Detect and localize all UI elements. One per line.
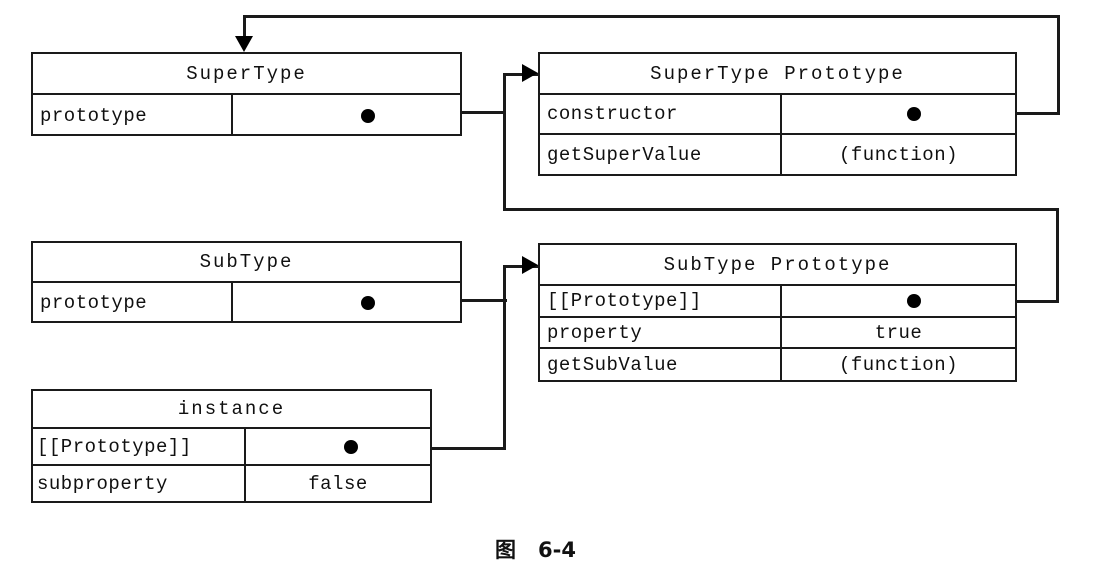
box-supertype: SuperType prototype [31,52,462,136]
box-supertype-title-row: SuperType [33,54,460,95]
connector-constructor-segment-down [243,15,246,41]
box-instance-row-0-value [246,429,430,464]
arrow-into-supertype [235,36,253,52]
box-supertype-prototype-row-0-key: constructor [540,95,782,133]
box-instance-row-1-key: subproperty [33,466,246,501]
connector-constructor-segment-top [243,15,1060,18]
box-subtype-prototype-title-row: SubType Prototype [540,245,1015,286]
box-instance-title: instance [177,398,286,420]
box-subtype-prototype-row-1-key: property [540,318,782,347]
box-subtype-prototype-row-1-value: true [874,321,923,344]
box-supertype-prototype-row-0-value [782,95,1015,133]
box-instance-row-0: [[Prototype]] [33,429,430,466]
box-subtype-prototype: SubType Prototype [[Prototype]] property… [538,243,1017,382]
figure-caption-label: 图 [495,538,516,562]
connector-constructor-segment-up [1057,15,1060,115]
pointer-dot-supertype-prototype [361,108,375,123]
connector-subproto-link-up [1056,208,1059,303]
connector-supertype-prototype-in [503,73,540,76]
box-instance-title-row: instance [33,391,430,429]
pointer-dot-constructor [907,107,921,121]
pointer-dot-instance-proto [344,439,358,454]
figure-caption-number: 6-4 [538,538,576,562]
box-subtype: SubType prototype [31,241,462,323]
box-supertype-prototype-row-0: constructor [540,95,1015,135]
box-subtype-row-0-key: prototype [33,283,233,323]
box-supertype-row-0-key: prototype [33,95,233,136]
arrow-into-subtype-prototype [522,256,538,274]
box-supertype-prototype-title: SuperType Prototype [650,62,905,85]
box-subtype-prototype-row-0-value [782,286,1015,316]
box-supertype-prototype-row-1-value: (function) [838,143,959,166]
box-subtype-prototype-row-1: property true [540,318,1015,349]
box-subtype-prototype-row-2: getSubValue (function) [540,349,1015,380]
arrow-into-supertype-prototype [522,64,538,82]
box-supertype-row-0-value [233,95,460,136]
box-supertype-prototype-title-row: SuperType Prototype [540,54,1015,95]
box-instance-row-1-value: false [308,472,368,495]
box-subtype-prototype-row-2-value: (function) [838,353,959,376]
box-instance-row-1: subproperty false [33,466,430,501]
box-supertype-row-0: prototype [33,95,460,136]
box-subtype-title-row: SubType [33,243,460,283]
connector-subproto-link-back [503,208,1059,211]
box-instance: instance [[Prototype]] subproperty false [31,389,432,503]
connector-instance-proto-up [503,265,506,450]
box-supertype-prototype-row-1: getSuperValue (function) [540,135,1015,174]
box-subtype-prototype-row-0-key: [[Prototype]] [540,286,782,316]
box-subtype-title: SubType [199,251,294,273]
box-instance-row-0-key: [[Prototype]] [33,429,246,464]
box-supertype-title: SuperType [186,62,307,85]
figure-caption: 图 6-4 [495,534,576,564]
box-subtype-prototype-row-2-key: getSubValue [540,349,782,380]
box-subtype-prototype-title: SubType Prototype [663,253,892,276]
box-subtype-row-0: prototype [33,283,460,323]
box-subtype-row-0-value [233,283,460,323]
pointer-dot-subtype-prototype [361,296,375,310]
box-subtype-prototype-row-0: [[Prototype]] [540,286,1015,318]
connector-subtype-prototype-in [503,265,540,268]
pointer-dot-subtype-proto-link [907,294,921,308]
box-supertype-prototype-row-1-key: getSuperValue [540,135,782,174]
connector-subproto-link-join [503,73,506,211]
box-supertype-prototype: SuperType Prototype constructor getSuper… [538,52,1017,176]
